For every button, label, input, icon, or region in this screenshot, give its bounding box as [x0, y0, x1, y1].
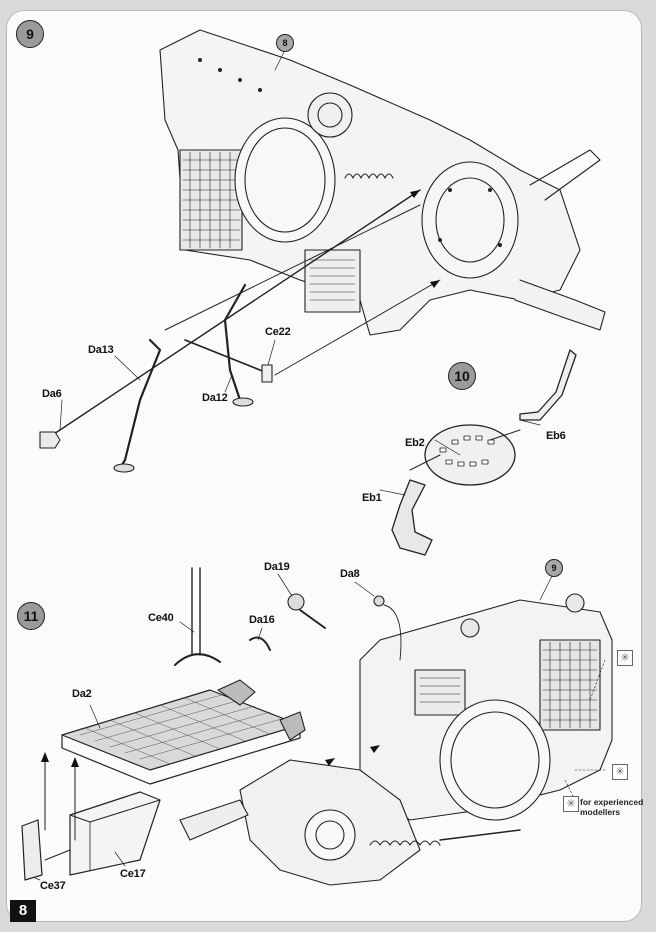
part-label-da12: Da12	[202, 392, 228, 404]
part-label-ce22: Ce22	[265, 326, 291, 338]
engine-reference-callout: 9	[545, 559, 563, 577]
part-label-da13: Da13	[88, 344, 114, 356]
part-label-da16: Da16	[249, 614, 275, 626]
gearbox-reference-callout: 8	[276, 34, 294, 52]
step-9-badge: 9	[16, 20, 44, 48]
part-label-ce40: Ce40	[148, 612, 174, 624]
experienced-modeller-icon: ✳	[617, 650, 633, 666]
step-11-badge: 11	[17, 602, 45, 630]
part-label-eb1: Eb1	[362, 492, 382, 504]
step11-engine-drawing	[21, 567, 613, 886]
page-number: 8	[10, 900, 36, 922]
part-label-da2: Da2	[72, 688, 92, 700]
part-label-da19: Da19	[264, 561, 290, 573]
step-10-badge: 10	[448, 362, 476, 390]
experienced-modeller-icon: ✳	[563, 796, 579, 812]
part-label-ce17: Ce17	[120, 868, 146, 880]
experienced-note-line1: for experienced	[580, 797, 644, 807]
part-label-da6: Da6	[42, 388, 62, 400]
part-label-da8: Da8	[340, 568, 360, 580]
experienced-modellers-note: for experienced modellers	[580, 797, 643, 817]
part-label-eb6: Eb6	[546, 430, 566, 442]
experienced-note-line2: modellers	[580, 807, 621, 817]
part-label-eb2: Eb2	[405, 437, 425, 449]
experienced-modeller-icon: ✳	[612, 764, 628, 780]
step10-pedal-drawing	[379, 349, 577, 556]
step9-transmission-drawing	[39, 29, 606, 473]
part-label-ce37: Ce37	[40, 880, 66, 892]
